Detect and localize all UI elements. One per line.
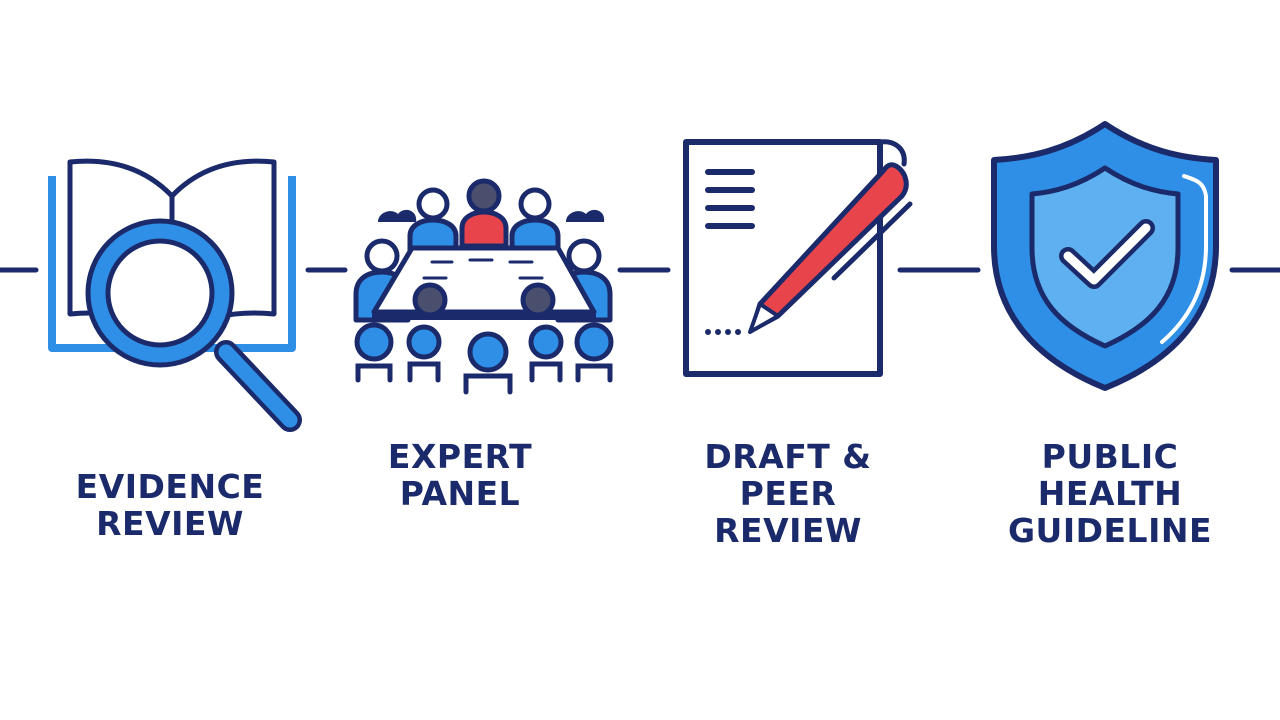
meeting-table-icon bbox=[353, 178, 614, 395]
label-line: PEER bbox=[739, 474, 837, 513]
book-magnifier-icon bbox=[48, 158, 302, 432]
label-line: EVIDENCE bbox=[75, 467, 265, 506]
step-label-expert-panel: EXPERT PANEL bbox=[330, 438, 590, 512]
label-line: REVIEW bbox=[96, 504, 244, 543]
label-line: GUIDELINE bbox=[1007, 511, 1213, 550]
step-label-evidence-review: EVIDENCE REVIEW bbox=[40, 468, 300, 542]
step-label-public-health-guideline: PUBLIC HEALTH GUIDELINE bbox=[980, 438, 1240, 549]
label-line: PANEL bbox=[399, 474, 521, 513]
document-pen-icon bbox=[683, 139, 913, 377]
label-line: HEALTH bbox=[1037, 474, 1183, 513]
label-line: PUBLIC bbox=[1041, 437, 1179, 476]
label-line: REVIEW bbox=[714, 511, 862, 550]
label-line: EXPERT bbox=[387, 437, 533, 476]
step-label-draft-peer-review: DRAFT & PEER REVIEW bbox=[658, 438, 918, 549]
shield-check-icon bbox=[991, 121, 1219, 391]
label-line: DRAFT & bbox=[704, 437, 872, 476]
